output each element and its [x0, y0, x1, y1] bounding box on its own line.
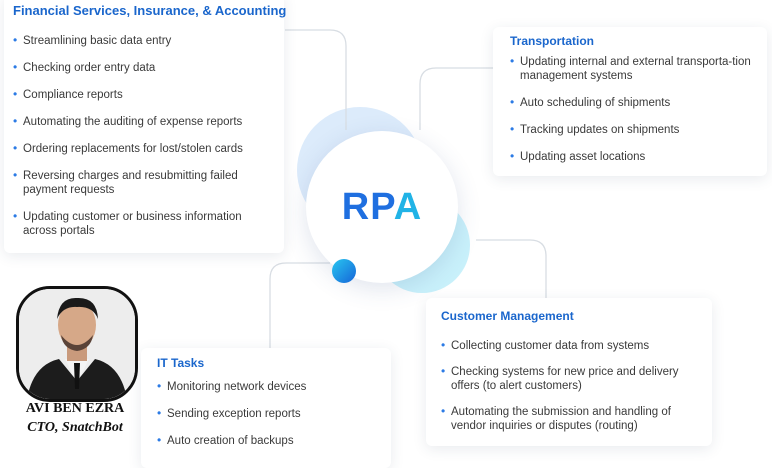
- card-transportation: [493, 27, 767, 176]
- transportation-list-item: • Auto scheduling of shipments: [510, 96, 760, 110]
- person-role: CTO, SnatchBot: [27, 420, 123, 435]
- rpa-label: RPA: [341, 185, 423, 228]
- customer-list-item: • Automating the submission and handling …: [441, 405, 706, 433]
- bullet-icon: •: [157, 379, 162, 393]
- connector-financial: [285, 29, 347, 130]
- it-list-item: • Monitoring network devices: [157, 380, 382, 394]
- customer-item-text: Checking systems for new price and deliv…: [451, 366, 679, 392]
- financial-list: • Streamlining basic data entry • Checking …: [13, 34, 275, 251]
- person-portrait: [19, 289, 135, 399]
- bullet-icon: •: [510, 95, 515, 109]
- customer-list: • Collecting customer data from systems • C…: [441, 339, 706, 445]
- bullet-icon: •: [13, 209, 18, 223]
- transportation-item-text: Updating internal and external transport…: [520, 56, 751, 82]
- bullet-icon: •: [13, 33, 18, 47]
- card-financial: [4, 0, 284, 253]
- financial-list-item: • Streamlining basic data entry: [13, 34, 275, 48]
- card-it: [141, 348, 391, 468]
- bullet-icon: •: [157, 433, 162, 447]
- transportation-item-text: Tracking updates on shipments: [520, 124, 680, 136]
- center-dot: [332, 259, 356, 283]
- financial-item-text: Automating the auditing of expense repor…: [23, 116, 243, 128]
- customer-item-text: Automating the submission and handling o…: [451, 406, 671, 432]
- it-item-text: Sending exception reports: [167, 408, 301, 420]
- it-list-item: • Sending exception reports: [157, 407, 382, 421]
- financial-item-text: Reversing charges and resubmitting faile…: [23, 170, 238, 196]
- transportation-list-item: • Updating asset locations: [510, 150, 760, 164]
- customer-list-item: • Checking systems for new price and deli…: [441, 365, 706, 393]
- customer-item-text: Collecting customer data from systems: [451, 340, 650, 352]
- bullet-icon: •: [13, 60, 18, 74]
- customer-title: Customer Management: [441, 309, 574, 323]
- bullet-icon: •: [13, 87, 18, 101]
- financial-title: Financial Services, Insurance, & Account…: [13, 3, 287, 18]
- financial-list-item: • Updating customer or business informati…: [13, 210, 275, 238]
- financial-item-text: Checking order entry data: [23, 62, 156, 74]
- person-photo: [16, 286, 138, 402]
- bullet-icon: •: [441, 338, 446, 352]
- bullet-icon: •: [510, 122, 515, 136]
- customer-list-item: • Collecting customer data from systems: [441, 339, 706, 353]
- financial-list-item: • Checking order entry data: [13, 61, 275, 75]
- financial-item-text: Ordering replacements for lost/stolen ca…: [23, 143, 243, 155]
- connector-customer: [476, 239, 547, 298]
- bullet-icon: •: [441, 404, 446, 418]
- rpa-center-circle: RPA: [306, 131, 458, 283]
- bullet-icon: •: [13, 168, 18, 182]
- person-name: AVI BEN EZRA: [25, 401, 125, 416]
- it-item-text: Monitoring network devices: [167, 381, 307, 393]
- transportation-list-item: • Updating internal and external transpor…: [510, 55, 760, 83]
- bullet-icon: •: [13, 114, 18, 128]
- transportation-title: Transportation: [510, 34, 595, 48]
- financial-item-text: Compliance reports: [23, 89, 123, 101]
- bullet-icon: •: [441, 364, 446, 378]
- it-list: • Monitoring network devices • Sending exce…: [157, 380, 382, 461]
- transportation-list: • Updating internal and external transpor…: [510, 55, 760, 177]
- it-list-item: • Auto creation of backups: [157, 434, 382, 448]
- connector-transportation: [419, 67, 493, 130]
- financial-item-text: Streamlining basic data entry: [23, 35, 172, 47]
- it-title: IT Tasks: [157, 356, 205, 370]
- connector-it: [269, 262, 330, 348]
- bullet-icon: •: [510, 54, 515, 68]
- financial-list-item: • Automating the auditing of expense repo…: [13, 115, 275, 129]
- financial-item-text: Updating customer or business informatio…: [23, 211, 242, 237]
- transportation-item-text: Auto scheduling of shipments: [520, 97, 671, 109]
- financial-list-item: • Ordering replacements for lost/stolen c…: [13, 142, 275, 156]
- transportation-list-item: • Tracking updates on shipments: [510, 123, 760, 137]
- bullet-icon: •: [13, 141, 18, 155]
- financial-list-item: • Reversing charges and resubmitting fail…: [13, 169, 275, 197]
- it-item-text: Auto creation of backups: [167, 435, 294, 447]
- financial-list-item: • Compliance reports: [13, 88, 275, 102]
- card-customer: [426, 298, 712, 446]
- bullet-icon: •: [157, 406, 162, 420]
- transportation-item-text: Updating asset locations: [520, 151, 646, 163]
- bullet-icon: •: [510, 149, 515, 163]
